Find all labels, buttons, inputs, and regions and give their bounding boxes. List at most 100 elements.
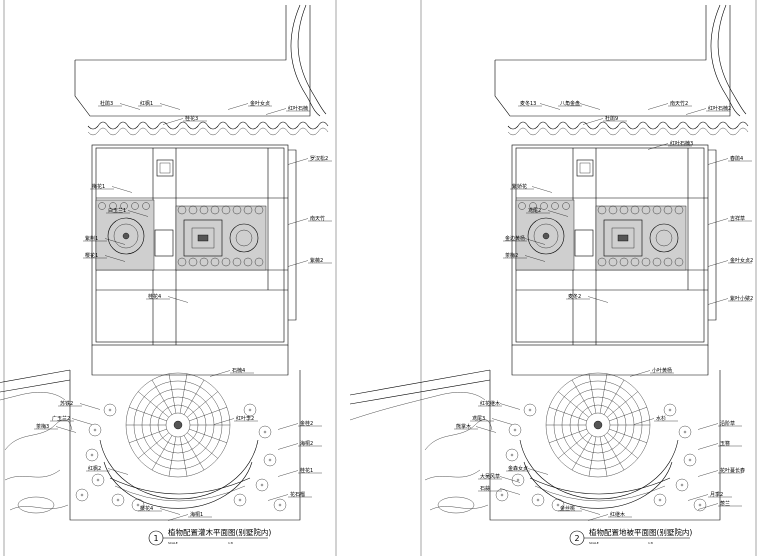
amphitheater-spoke <box>187 391 218 418</box>
plant-label: 樱花1 <box>85 252 98 259</box>
leader-line <box>579 508 601 515</box>
column-inner <box>579 162 591 174</box>
tree <box>531 493 545 507</box>
sheet-border <box>3 0 757 556</box>
leader-line <box>499 403 521 410</box>
shrub <box>562 202 570 210</box>
amphitheater-spoke <box>609 428 647 443</box>
leader-line <box>277 470 299 477</box>
shrub <box>630 257 640 267</box>
plant-label: 石楠4 <box>232 367 245 374</box>
tree-center <box>516 478 520 482</box>
tree <box>653 493 667 507</box>
step-arc <box>534 485 666 502</box>
water-feature-core <box>197 234 209 242</box>
round-bed-center <box>542 232 550 240</box>
tree-center <box>96 478 100 482</box>
shrub <box>109 202 117 210</box>
plan-1-scale-label: SCALE <box>168 541 178 545</box>
leader-line <box>287 218 309 225</box>
shrub <box>619 205 629 215</box>
amphitheater-spoke <box>603 379 625 415</box>
pool <box>574 229 594 257</box>
garden-edge <box>87 121 329 130</box>
step-arc <box>529 477 671 495</box>
leader-line <box>227 103 249 110</box>
tree-center <box>278 503 282 507</box>
plant-label: 金叶女贞 <box>250 100 270 107</box>
tree <box>75 488 89 502</box>
amphitheater-spoke <box>558 391 589 418</box>
plan-2-title: 植物配置地被平面图(别墅院内) <box>589 527 692 537</box>
landscape-curve <box>424 419 493 451</box>
shrub <box>674 205 684 215</box>
tree <box>111 493 125 507</box>
tree <box>91 473 105 487</box>
shrub <box>597 257 607 267</box>
tree <box>88 423 102 437</box>
tree-center <box>500 493 504 497</box>
courtyard-right <box>175 205 267 271</box>
tree <box>263 453 277 467</box>
round-bed <box>527 217 565 255</box>
road <box>0 369 71 393</box>
landscape-curve <box>4 469 61 481</box>
arc-wall <box>523 461 673 509</box>
tree <box>508 423 522 437</box>
tree <box>243 403 257 417</box>
tree-center <box>108 408 112 412</box>
plant-label: 紫薇2 <box>310 257 323 264</box>
column-inner <box>159 162 171 174</box>
landscape-curve <box>4 419 73 451</box>
amphitheater-spoke <box>549 428 587 443</box>
leader-line <box>213 418 235 425</box>
leader-line <box>524 238 546 245</box>
tree-center <box>260 483 264 487</box>
leader-line <box>159 103 181 110</box>
amphitheater-spoke <box>129 407 167 422</box>
shrub <box>188 257 198 267</box>
leader-line <box>55 426 77 433</box>
shrub <box>232 257 242 267</box>
amphitheater-spoke <box>189 407 227 422</box>
leader-line <box>707 218 729 225</box>
leader-line <box>167 296 189 303</box>
amphitheater-spoke <box>168 373 177 414</box>
shrub <box>210 257 220 267</box>
plant-label: 红继木 <box>610 511 625 518</box>
amphitheater-spoke <box>603 435 625 471</box>
shrub <box>608 205 618 215</box>
plant-label: 南天竹2 <box>670 100 688 107</box>
amphitheater-spoke <box>599 373 608 414</box>
plant-label: 红叶石楠3 <box>670 140 693 147</box>
tree <box>683 453 697 467</box>
round-bed <box>107 217 145 255</box>
tree-center <box>248 408 252 412</box>
shrub <box>188 205 198 215</box>
tree <box>85 448 99 462</box>
plant-label: 梅花1 <box>92 183 105 190</box>
leader-line <box>587 296 609 303</box>
plant-label: 桂花3 <box>185 115 198 122</box>
arc-wall <box>99 439 259 500</box>
shrub <box>608 257 618 267</box>
shrub <box>518 202 526 210</box>
leader-line <box>707 158 729 165</box>
leader-line <box>79 403 101 410</box>
plant-label: 月季2 <box>710 491 723 498</box>
road <box>349 369 491 405</box>
plant-label: 罗汉松2 <box>310 155 328 162</box>
path-curve <box>0 392 66 401</box>
water-feature-inner <box>611 227 635 249</box>
shrub <box>254 205 264 215</box>
leader-line <box>287 158 309 165</box>
shrub <box>131 202 139 210</box>
plant-label: 海桐2 <box>300 440 313 447</box>
amphitheater-spoke <box>129 428 167 443</box>
plant-label: 水杉 <box>656 415 666 422</box>
tree <box>678 425 692 439</box>
plant-label: 南天竹 <box>310 215 325 222</box>
round-bed <box>649 223 679 253</box>
leader-line <box>527 468 549 475</box>
tree <box>233 493 247 507</box>
